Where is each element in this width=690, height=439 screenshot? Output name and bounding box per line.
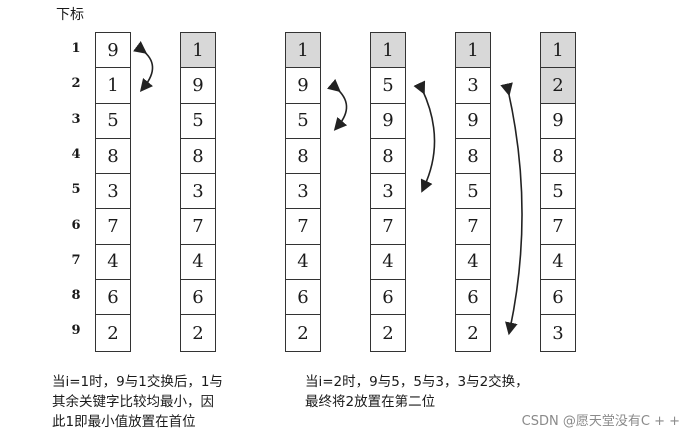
array-cell: 8 [96, 138, 130, 175]
index-number: 3 [71, 111, 81, 127]
index-number: 9 [71, 323, 81, 339]
array-cell: 1 [286, 33, 320, 69]
array-cell: 2 [456, 315, 490, 351]
array-cell: 4 [541, 244, 575, 281]
array-cell: 5 [96, 103, 130, 139]
watermark: CSDN @愿天堂没有C + + [521, 414, 680, 429]
array-cell: 1 [181, 33, 215, 69]
array-cell: 7 [286, 209, 320, 245]
array-cell: 7 [541, 209, 575, 245]
array-cell: 9 [286, 68, 320, 104]
caption-step-2: 当i=2时，9与5，5与3，3与2交换， 最终将2放置在第二位 [305, 374, 529, 410]
array-cell: 3 [456, 68, 490, 104]
array-cell: 8 [371, 138, 405, 175]
index-number: 2 [71, 76, 81, 92]
array-cell: 8 [541, 138, 575, 175]
array-cell: 1 [371, 33, 405, 69]
array-cell: 9 [96, 33, 130, 69]
swap-arrow-5-3 [413, 80, 436, 193]
array-cell: 2 [96, 315, 130, 351]
array-cell: 4 [181, 244, 215, 281]
array-cell: 1 [96, 68, 130, 104]
array-cell: 6 [456, 280, 490, 316]
array-cell: 3 [286, 174, 320, 210]
array-cell: 3 [371, 174, 405, 210]
array-cell: 8 [181, 138, 215, 175]
array-cell: 5 [371, 68, 405, 104]
array-cell: 5 [181, 103, 215, 139]
array-cell: 7 [371, 209, 405, 245]
array-cell: 7 [181, 209, 215, 245]
array-cell: 6 [371, 280, 405, 316]
index-number: 6 [71, 217, 81, 233]
array-cell: 6 [541, 280, 575, 316]
array-cell: 3 [181, 174, 215, 210]
array-cell: 2 [181, 315, 215, 351]
array-cell: 4 [371, 244, 405, 281]
array-cell: 8 [286, 138, 320, 175]
index-number: 8 [71, 288, 81, 304]
array-cell: 2 [286, 315, 320, 351]
swap-arrow-9-5 [326, 78, 348, 131]
array-cell: 3 [96, 174, 130, 210]
array-cell: 5 [456, 174, 490, 210]
array-cell: 1 [456, 33, 490, 69]
array-cell: 5 [286, 103, 320, 139]
array-cell: 2 [371, 315, 405, 351]
swap-arrow-3-2 [500, 82, 523, 336]
array-cell: 8 [456, 138, 490, 175]
array-cell: 1 [541, 33, 575, 69]
array-cell: 9 [456, 103, 490, 139]
array-cell: 5 [541, 174, 575, 210]
index-number: 7 [71, 252, 81, 268]
array-cell: 3 [541, 315, 575, 351]
index-label: 下标 [56, 7, 84, 23]
array-cell: 6 [96, 280, 130, 316]
array-cell: 4 [96, 244, 130, 281]
array-cell: 4 [456, 244, 490, 281]
array-cell: 6 [286, 280, 320, 316]
caption-step-1: 当i=1时，9与1交换后，1与 其余关键字比较均最小，因 此1即最小值放置在首位 [52, 374, 223, 430]
array-cell: 7 [456, 209, 490, 245]
array-cell: 9 [541, 103, 575, 139]
array-cell: 4 [286, 244, 320, 281]
swap-arrow-9-1 [133, 41, 154, 92]
array-cell: 9 [371, 103, 405, 139]
array-cell: 9 [181, 68, 215, 104]
array-cell: 2 [541, 68, 575, 104]
index-number: 1 [71, 41, 81, 56]
index-number: 5 [71, 182, 81, 198]
array-cell: 6 [181, 280, 215, 316]
index-number: 4 [71, 146, 81, 162]
array-cell: 7 [96, 209, 130, 245]
